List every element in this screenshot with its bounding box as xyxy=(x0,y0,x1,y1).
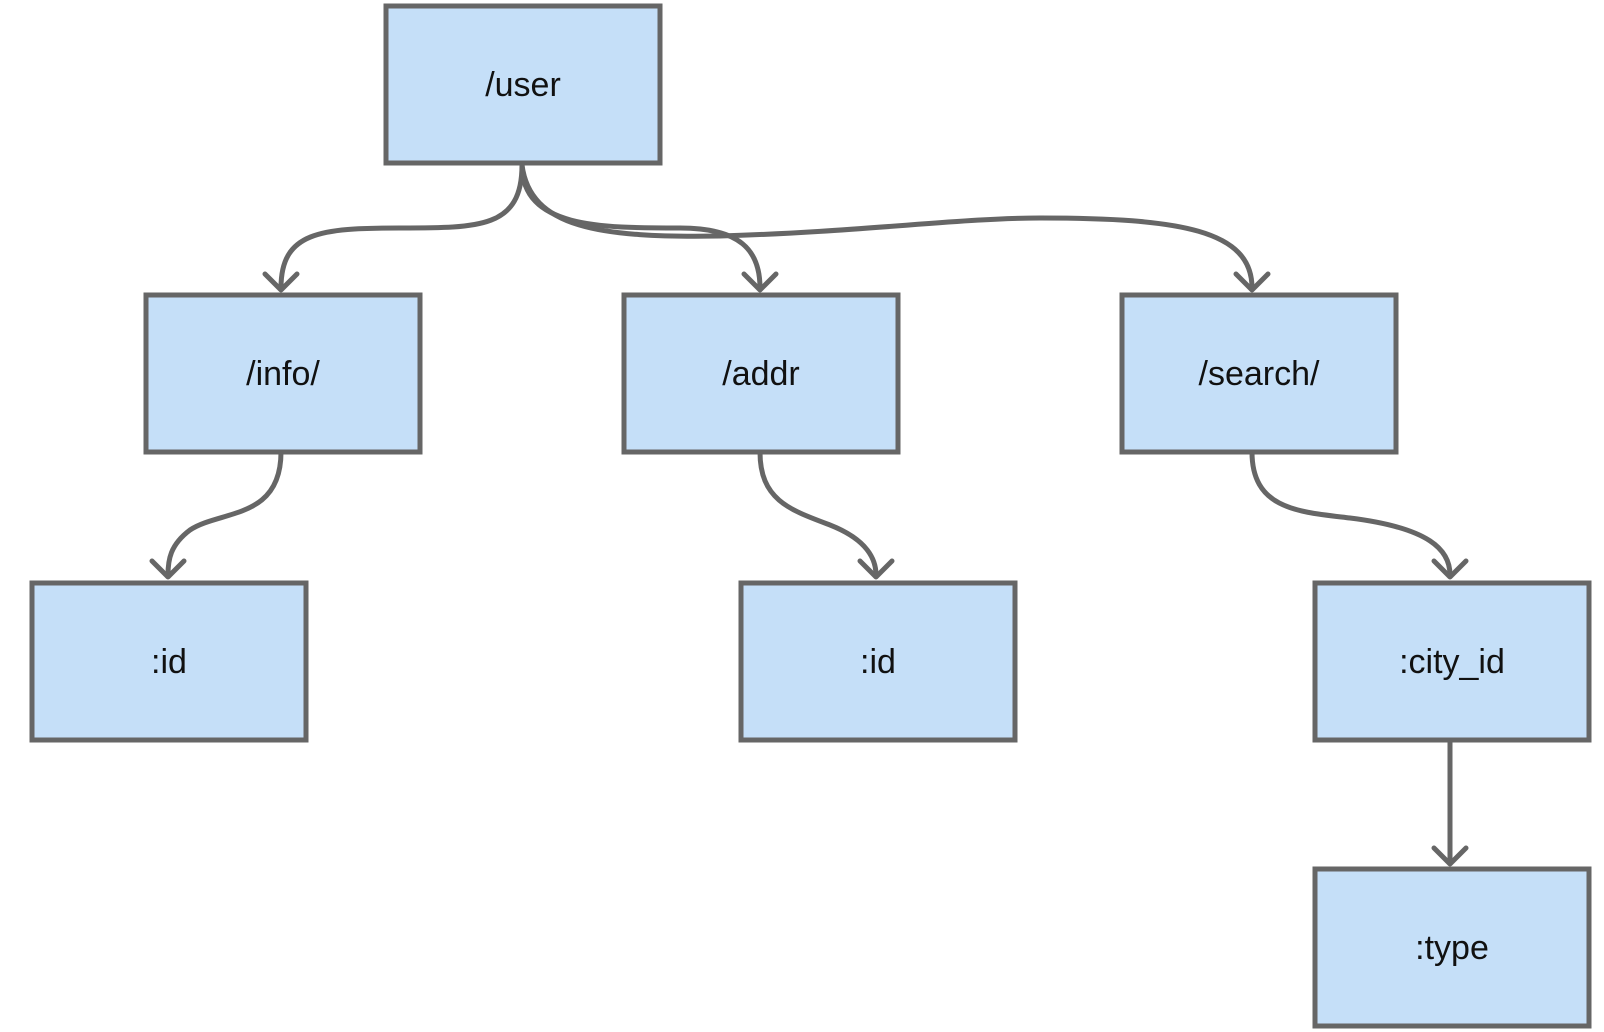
node-type-label: :type xyxy=(1415,929,1489,967)
node-addr-id-label: :id xyxy=(860,643,896,681)
edge-info-info-id xyxy=(165,449,284,578)
node-city-id-label: :city_id xyxy=(1399,643,1505,681)
edge-user-search xyxy=(519,162,1255,291)
edges xyxy=(149,162,1469,867)
edge-addr-addr-id xyxy=(757,449,879,578)
edge-search-city-id xyxy=(1249,449,1453,578)
node-addr-id[interactable]: :id xyxy=(738,580,1018,743)
node-addr-label: /addr xyxy=(722,355,800,393)
node-search[interactable]: /search/ xyxy=(1119,292,1399,455)
node-info-label: /info/ xyxy=(246,355,320,393)
arrowhead-type xyxy=(1431,845,1469,867)
arrowhead-info xyxy=(262,271,300,293)
node-info[interactable]: /info/ xyxy=(143,292,423,455)
arrowhead-info-id xyxy=(149,558,187,580)
node-city-id[interactable]: :city_id xyxy=(1312,580,1592,743)
edge-user-info xyxy=(278,162,525,291)
node-user[interactable]: /user xyxy=(383,3,663,166)
arrowhead-addr xyxy=(741,271,779,293)
node-info-id-label: :id xyxy=(151,643,187,681)
node-user-label: /user xyxy=(485,66,561,104)
node-search-label: /search/ xyxy=(1199,355,1320,393)
node-addr[interactable]: /addr xyxy=(621,292,901,455)
arrowhead-addr-id xyxy=(857,558,895,580)
arrowhead-city-id xyxy=(1431,558,1469,580)
node-type[interactable]: :type xyxy=(1312,866,1592,1029)
edge-user-addr xyxy=(519,162,763,291)
arrowhead-search xyxy=(1233,271,1271,293)
node-info-id[interactable]: :id xyxy=(29,580,309,743)
